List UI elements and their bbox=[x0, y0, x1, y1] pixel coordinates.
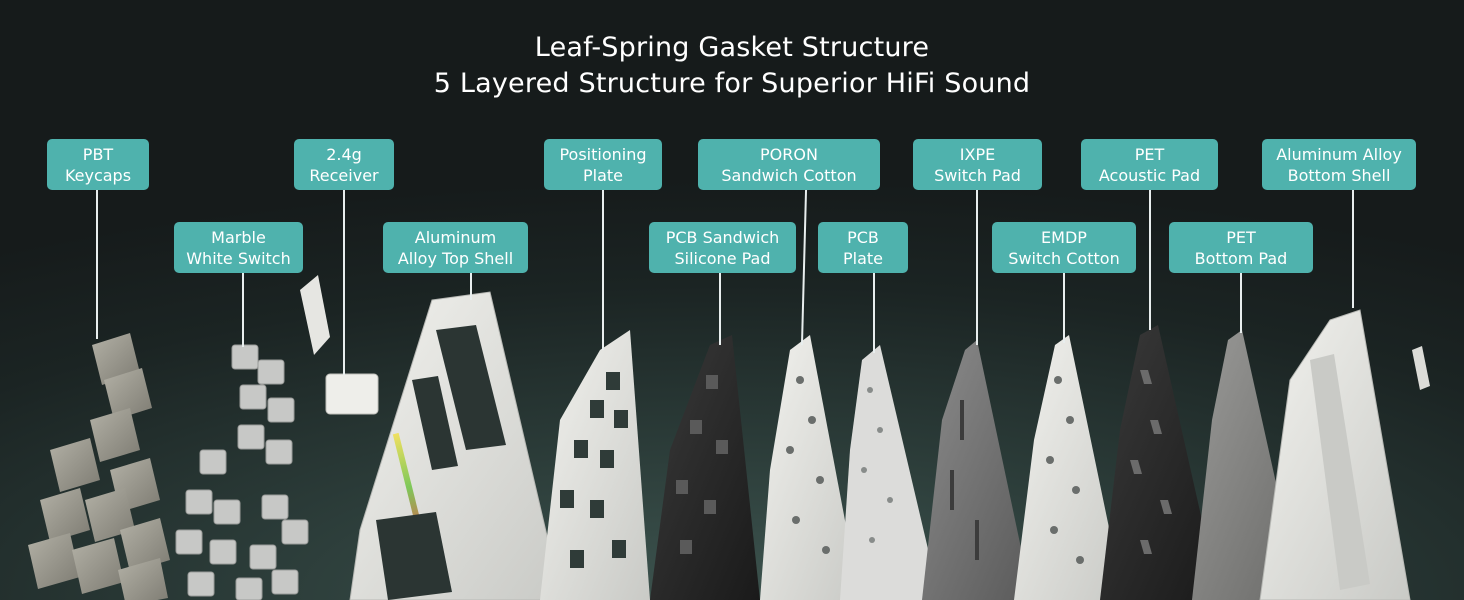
label-pet-bottom-pad: PET Bottom Pad bbox=[1169, 222, 1313, 273]
label-pcb-sandwich-silicone-pad: PCB Sandwich Silicone Pad bbox=[649, 222, 796, 273]
label-aluminum-alloy-bottom-shell: Aluminum Alloy Bottom Shell bbox=[1262, 139, 1416, 190]
label-pet-acoustic-pad: PET Acoustic Pad bbox=[1081, 139, 1218, 190]
emdp-layer bbox=[1014, 335, 1124, 600]
label-bottom-pad-line1: PET bbox=[1226, 227, 1256, 247]
bottom-shell-layer bbox=[1259, 309, 1430, 600]
silicone-pad-layer bbox=[650, 335, 760, 600]
leader-line-bottom-pad bbox=[1240, 273, 1242, 333]
label-receiver-line1: 2.4g bbox=[326, 144, 362, 164]
positioning-plate-layer bbox=[540, 330, 650, 600]
label-emdp-line1: EMDP bbox=[1041, 227, 1087, 247]
label-receiver: 2.4g Receiver bbox=[294, 139, 394, 190]
label-silicone-pad-line2: Silicone Pad bbox=[674, 248, 771, 268]
label-pcb-plate-line2: Plate bbox=[842, 248, 883, 268]
label-emdp-switch-cotton: EMDP Switch Cotton bbox=[992, 222, 1136, 273]
label-top-shell-line1: Aluminum bbox=[414, 227, 497, 247]
label-poron-sandwich-cotton: PORON Sandwich Cotton bbox=[698, 139, 880, 190]
leader-line-ixpe bbox=[976, 190, 978, 345]
label-pcb-plate: PCB Plate bbox=[818, 222, 908, 273]
label-emdp-line2: Switch Cotton bbox=[1008, 248, 1120, 268]
ixpe-layer bbox=[922, 340, 1032, 600]
label-bottom-shell-line2: Bottom Shell bbox=[1287, 165, 1391, 185]
label-bottom-shell-line1: Aluminum Alloy bbox=[1276, 144, 1402, 164]
label-positioning-plate-line2: Plate bbox=[582, 165, 623, 185]
label-ixpe-line1: IXPE bbox=[959, 144, 996, 164]
label-receiver-line2: Receiver bbox=[309, 165, 379, 185]
label-pbt-keycaps-line2: Keycaps bbox=[64, 165, 132, 185]
label-marble-white-switch-line1: Marble bbox=[211, 227, 266, 247]
leader-line-pcb-plate bbox=[873, 273, 875, 353]
leader-line-acoustic-pad bbox=[1149, 190, 1151, 330]
receiver-part bbox=[300, 275, 379, 415]
title-line-1: Leaf-Spring Gasket Structure bbox=[534, 32, 930, 63]
leader-line-emdp bbox=[1063, 273, 1065, 343]
label-pbt-keycaps-line1: PBT bbox=[82, 144, 114, 164]
title-line-2: 5 Layered Structure for Superior HiFi So… bbox=[433, 68, 1031, 99]
label-pbt-keycaps: PBT Keycaps bbox=[47, 139, 149, 190]
label-marble-white-switch-line2: White Switch bbox=[186, 248, 291, 268]
top-shell-layer bbox=[349, 291, 563, 600]
pcb-plate-layer bbox=[840, 345, 940, 600]
leader-line-marble-white-switch bbox=[242, 272, 244, 347]
label-positioning-plate: Positioning Plate bbox=[544, 139, 662, 190]
label-top-shell-line2: Alloy Top Shell bbox=[397, 248, 514, 268]
label-ixpe-line2: Switch Pad bbox=[934, 165, 1021, 185]
label-poron-line1: PORON bbox=[760, 144, 818, 164]
page-title: Leaf-Spring Gasket Structure 5 Layered S… bbox=[0, 30, 1464, 102]
label-pcb-plate-line1: PCB bbox=[847, 227, 879, 247]
switches-layer bbox=[175, 344, 309, 600]
leader-line-pbt-keycaps bbox=[96, 189, 98, 339]
label-marble-white-switch: Marble White Switch bbox=[174, 222, 303, 273]
label-acoustic-pad-line2: Acoustic Pad bbox=[1098, 165, 1201, 185]
leader-line-positioning-plate bbox=[602, 190, 604, 350]
label-silicone-pad-line1: PCB Sandwich bbox=[665, 227, 780, 247]
label-aluminum-alloy-top-shell: Aluminum Alloy Top Shell bbox=[383, 222, 528, 273]
label-positioning-plate-line1: Positioning bbox=[559, 144, 647, 164]
label-ixpe-switch-pad: IXPE Switch Pad bbox=[913, 139, 1042, 190]
acoustic-pad-layer bbox=[1100, 325, 1220, 600]
leader-line-top-shell bbox=[470, 273, 472, 300]
leader-line-bottom-shell bbox=[1352, 190, 1354, 308]
keycaps-layer bbox=[28, 333, 170, 600]
poron-layer bbox=[760, 335, 860, 600]
label-poron-line2: Sandwich Cotton bbox=[721, 165, 857, 185]
leader-line-receiver bbox=[343, 190, 345, 375]
label-acoustic-pad-line1: PET bbox=[1134, 144, 1165, 164]
label-bottom-pad-line2: Bottom Pad bbox=[1194, 248, 1288, 268]
leader-line-silicone-pad bbox=[719, 273, 721, 345]
